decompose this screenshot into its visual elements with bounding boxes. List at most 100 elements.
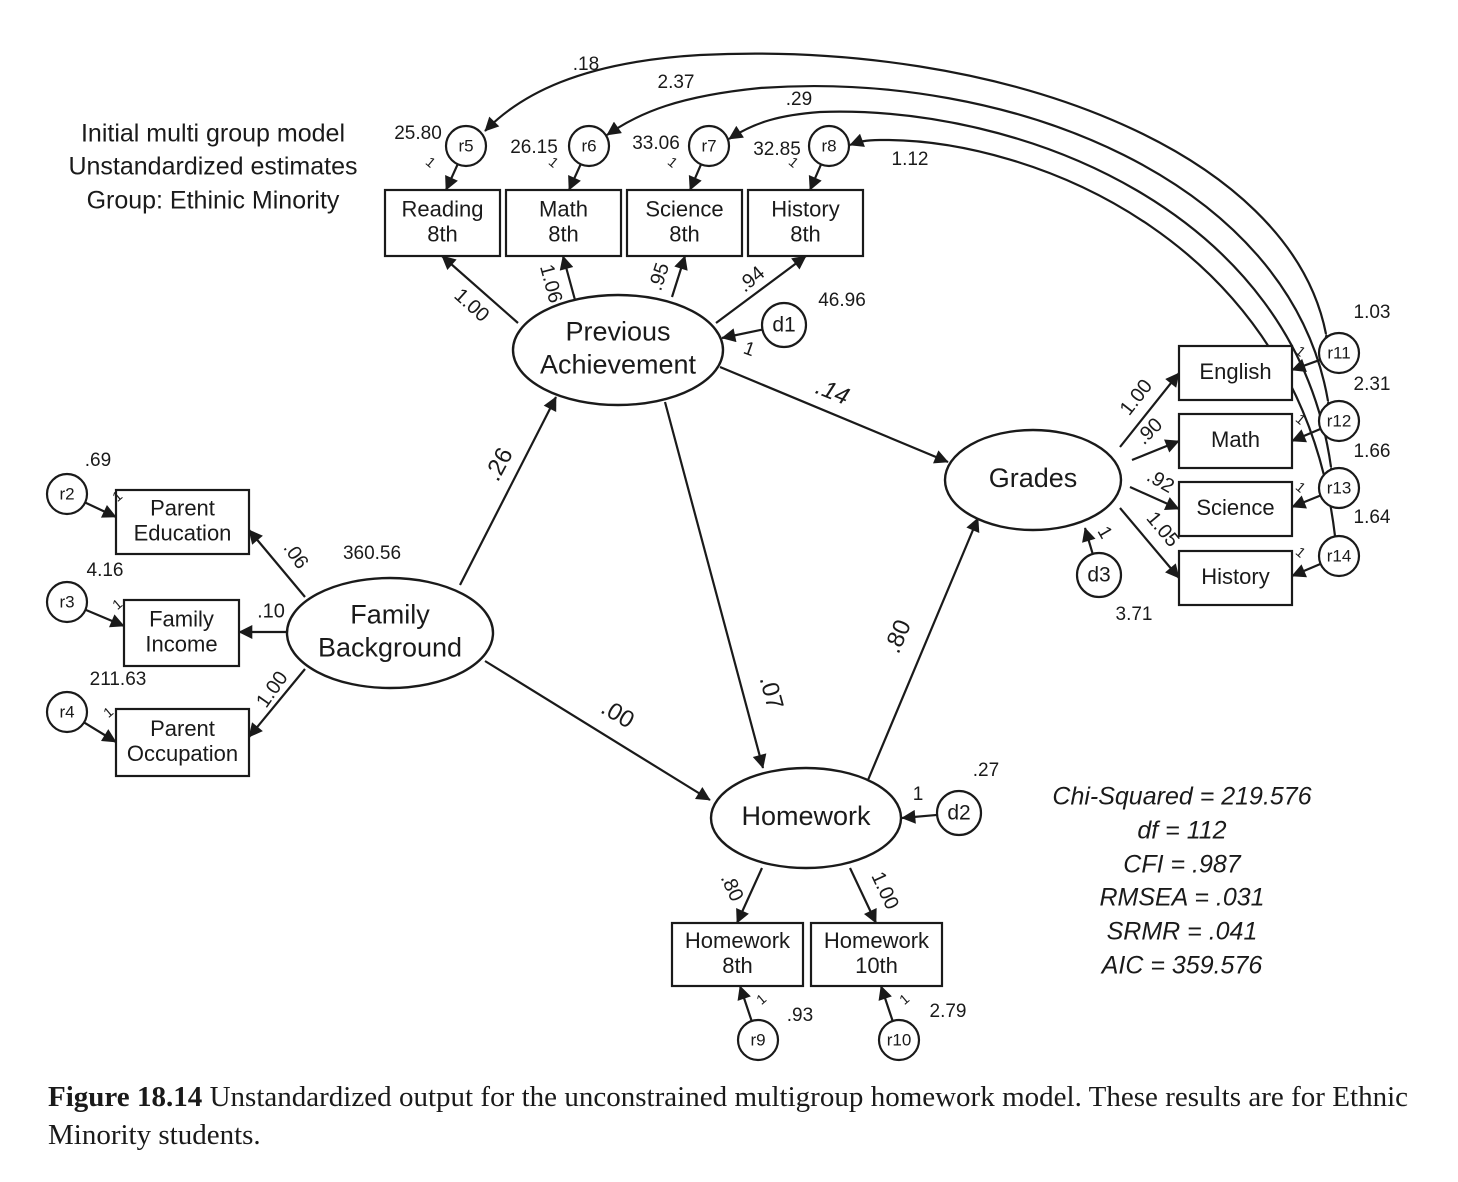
fixed-loading-r4: 1 <box>100 703 116 720</box>
path-hw-to-gr <box>866 517 980 781</box>
covariance-estimate-r6-r12: 2.37 <box>658 72 695 93</box>
fit-stat-2: df = 112 <box>1137 817 1226 845</box>
latent-label-hw: Homework <box>741 801 871 831</box>
error-arrow-r13 <box>1291 494 1321 509</box>
error-node-label-r8: r8 <box>821 136 836 155</box>
error-node-label-r13: r13 <box>1327 478 1352 497</box>
fixed-loading-r11: 1 <box>1293 342 1309 359</box>
loading-estimate-eng: 1.00 <box>1116 375 1157 419</box>
error-node-label-r14: r14 <box>1327 546 1352 565</box>
error-node-r2 <box>45 472 89 516</box>
title-line-1: Initial multi group model <box>81 120 345 148</box>
error-arrow-r4 <box>83 721 117 743</box>
disturbance-arrow-d3 <box>1082 527 1096 555</box>
indicator-box-sci <box>1177 480 1294 538</box>
title-line-3: Group: Ethinic Minority <box>87 187 340 215</box>
indicator-label-mt8: Math <box>539 196 588 221</box>
indicator-label-occ: Parent <box>150 716 215 741</box>
indicator-label-inc: Income <box>145 631 217 656</box>
covariance-estimate-r5-r11: .18 <box>573 54 599 75</box>
loading-estimate-hi8: .94 <box>734 262 769 297</box>
error-node-d2 <box>935 789 983 837</box>
latent-label-pa: Achievement <box>540 350 697 380</box>
figure-caption-text: Unstandardized output for the unconstrai… <box>48 1081 1408 1151</box>
nodes-layer <box>45 124 1361 1062</box>
error-variance-r9: .93 <box>787 1005 813 1026</box>
disturbance-variance-d3: 3.71 <box>1116 604 1153 625</box>
error-arrow-r7 <box>688 163 703 191</box>
latent-label-fb: Background <box>318 633 462 663</box>
error-node-r7 <box>687 124 731 168</box>
latent-label-gr: Grades <box>989 463 1078 493</box>
indicator-label-hw8: Homework <box>685 928 791 953</box>
indicator-box-occ <box>114 707 251 778</box>
indicator-label-hw8: 8th <box>722 953 753 978</box>
loading-estimate-inc: .10 <box>257 600 285 622</box>
latent-fb <box>285 576 495 690</box>
indicator-box-rd8 <box>383 188 502 258</box>
error-node-label-r11: r11 <box>1327 343 1350 362</box>
error-node-label-r10: r10 <box>887 1030 912 1049</box>
path-estimate-fb-to-hw: .00 <box>596 694 639 734</box>
error-arrow-r11 <box>1291 358 1321 373</box>
latent-gr <box>943 428 1123 532</box>
loading-estimate-ped: .06 <box>279 538 313 573</box>
disturbance-fixed-d1: 1 <box>741 338 758 361</box>
indicator-box-inc <box>122 598 241 668</box>
error-arrow-r14 <box>1291 562 1322 578</box>
error-node-label-r5: r5 <box>458 136 473 155</box>
indicator-label-sci: Science <box>1196 495 1274 520</box>
disturbance-variance-d1: 46.96 <box>818 290 866 311</box>
indicator-box-hi8 <box>746 188 865 258</box>
error-variance-r14: 1.64 <box>1354 507 1391 528</box>
fit-stat-6: AIC = 359.576 <box>1100 952 1263 980</box>
fixed-loading-r5: 1 <box>423 153 439 170</box>
fixed-loading-r7: 1 <box>665 153 681 170</box>
path-estimate-pa-to-gr: .14 <box>812 373 853 411</box>
indicator-label-hw10: Homework <box>824 928 930 953</box>
indicator-label-rd8: 8th <box>427 221 458 246</box>
latent-label-pa: Previous <box>565 317 670 347</box>
indicator-label-mth: Math <box>1211 427 1260 452</box>
error-variance-r2: .69 <box>85 450 111 471</box>
disturbance-arrow-d2 <box>901 809 938 824</box>
fit-stat-3: CFI = .987 <box>1123 851 1242 879</box>
loading-estimate-occ: 1.00 <box>252 667 292 712</box>
disturbance-fixed-d3: 1 <box>1093 523 1116 543</box>
error-variance-r13: 1.66 <box>1354 441 1391 462</box>
error-node-label-r3: r3 <box>59 592 74 611</box>
indicator-label-hw10: 10th <box>855 953 898 978</box>
error-node-label-r4: r4 <box>59 702 74 721</box>
error-node-label-r2: r2 <box>59 484 74 503</box>
fixed-loading-r10: 1 <box>896 990 912 1007</box>
latent-hw <box>709 766 903 870</box>
loading-arrow-hw10 <box>849 867 877 924</box>
error-node-label-d2: d2 <box>947 802 970 825</box>
indicator-label-hi8: History <box>771 196 839 221</box>
loading-arrow-ped <box>248 529 306 598</box>
error-node-r8 <box>807 124 851 168</box>
loading-estimate-mt8: 1.06 <box>535 262 566 305</box>
loading-arrow-hw8 <box>735 867 764 924</box>
path-estimate-pa-to-hw: .07 <box>754 673 789 712</box>
title-line-2: Unstandardized estimates <box>68 153 357 181</box>
loading-estimate-mth: .90 <box>1132 414 1167 449</box>
error-node-r10 <box>877 1018 921 1062</box>
indicator-label-sc8: 8th <box>669 221 700 246</box>
indicator-box-eng <box>1177 344 1294 402</box>
loading-estimate-sc8: .95 <box>645 260 675 293</box>
fixed-loading-r9: 1 <box>753 990 769 1007</box>
error-arrow-r6 <box>567 163 582 191</box>
error-node-label-d3: d3 <box>1087 564 1110 587</box>
fit-stat-1: Chi-Squared = 219.576 <box>1052 783 1311 811</box>
path-estimate-hw-to-gr: .80 <box>879 616 917 657</box>
indicator-label-occ: Occupation <box>127 741 238 766</box>
loading-estimate-hw8: .80 <box>716 870 748 905</box>
path-fb-to-hw <box>484 660 711 801</box>
indicator-label-ped: Education <box>134 520 232 545</box>
error-variance-r3: 4.16 <box>87 560 124 581</box>
indicator-box-mth <box>1177 412 1294 470</box>
indicator-label-ped: Parent <box>150 495 215 520</box>
error-variance-r12: 2.31 <box>1354 374 1391 395</box>
error-variance-r6: 26.15 <box>510 137 558 158</box>
